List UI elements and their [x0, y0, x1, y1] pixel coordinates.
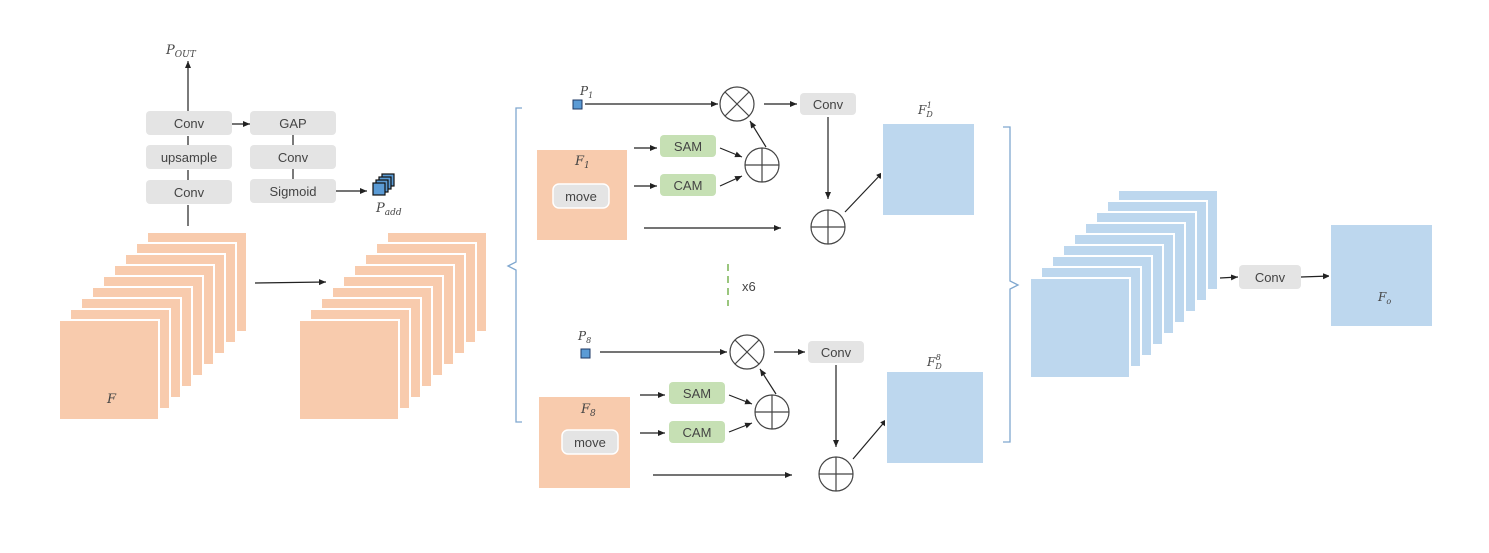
add-icon-top-attention [744, 147, 780, 183]
feature-plane [1029, 277, 1131, 379]
conv-top-label: Conv [174, 116, 205, 131]
sam-label-bottom: SAM [683, 386, 711, 401]
feature-stack-moved [298, 231, 488, 421]
move-box-top [552, 183, 610, 209]
add-icon-top-fuse [810, 209, 846, 245]
fd8-label: FD8 [926, 353, 942, 371]
conv-bottom-path-box [808, 341, 864, 363]
fd8-block [885, 370, 985, 465]
conv-top-path-label: Conv [813, 97, 844, 112]
cam-label-top: CAM [674, 178, 703, 193]
cube-face [372, 182, 386, 196]
arrow-add-to-fd8 [852, 418, 888, 460]
arrow-stack-to-conv [1219, 274, 1239, 281]
conv-mid-box [250, 145, 336, 169]
cam-label-bottom: CAM [683, 425, 712, 440]
gap-label: GAP [279, 116, 306, 131]
p-add-label: Padd [375, 201, 402, 218]
feature-plane [58, 319, 160, 421]
cam-box-bottom [669, 421, 725, 443]
p8-square [580, 348, 591, 359]
arrow-cam-to-add [719, 175, 743, 187]
f8-label: F8 [580, 402, 596, 419]
sigmoid-box [250, 179, 336, 203]
move-box-bottom [561, 429, 619, 455]
arrow-stack-to-stack [254, 279, 327, 286]
move-label-bottom: move [574, 435, 606, 450]
conv-top-path-box [800, 93, 856, 115]
feature-stack-f [58, 231, 248, 421]
p1-label: P1 [579, 84, 593, 100]
multiply-icon-bottom [729, 334, 765, 370]
feature-plane [298, 319, 400, 421]
feature-stack-fused [1029, 189, 1219, 379]
conv-final-box [1239, 265, 1301, 289]
conv-bottom-box [146, 180, 232, 204]
conv-bottom-path-label: Conv [821, 345, 852, 360]
fd1-label: FD1 [917, 101, 933, 119]
left-bracket [506, 107, 522, 423]
p8-label: P8 [577, 329, 591, 345]
add-icon-bottom-attention [754, 394, 790, 430]
conv-final-label: Conv [1255, 270, 1286, 285]
p1-square [572, 99, 583, 110]
cam-box-top [660, 174, 716, 196]
upsample-label: upsample [161, 150, 217, 165]
f1-label: F1 [574, 154, 590, 171]
multiply-icon-top [719, 86, 755, 122]
arrow-add-to-multiply-top [749, 120, 767, 148]
sam-box-bottom [669, 382, 725, 404]
repeat-label: x6 [742, 279, 756, 294]
arrow-conv-to-fo [1300, 273, 1331, 280]
conv-top-box [146, 111, 232, 135]
fd1-block [881, 122, 976, 217]
sigmoid-label: Sigmoid [270, 184, 317, 199]
right-bracket [1003, 126, 1020, 443]
arrow-cam-to-add-bottom [728, 422, 753, 433]
move-label-top: move [565, 189, 597, 204]
arrow-sam-to-add-bottom [728, 394, 753, 405]
arrow-sam-to-add [719, 147, 743, 158]
conv-mid-label: Conv [278, 150, 309, 165]
arrow-add-to-multiply-bottom [759, 368, 777, 395]
gap-box [250, 111, 336, 135]
fo-block [1329, 223, 1434, 328]
sam-label-top: SAM [674, 139, 702, 154]
upsample-box [146, 145, 232, 169]
fo-label: Fo [1377, 290, 1391, 306]
conv-bottom-label: Conv [174, 185, 205, 200]
p-add-cube-icon [372, 173, 395, 196]
arrow-add-to-fd1 [844, 171, 884, 213]
p-out-label: POUT [165, 43, 197, 60]
sam-box-top [660, 135, 716, 157]
feature-f-label: F [106, 392, 117, 407]
add-icon-bottom-fuse [818, 456, 854, 492]
